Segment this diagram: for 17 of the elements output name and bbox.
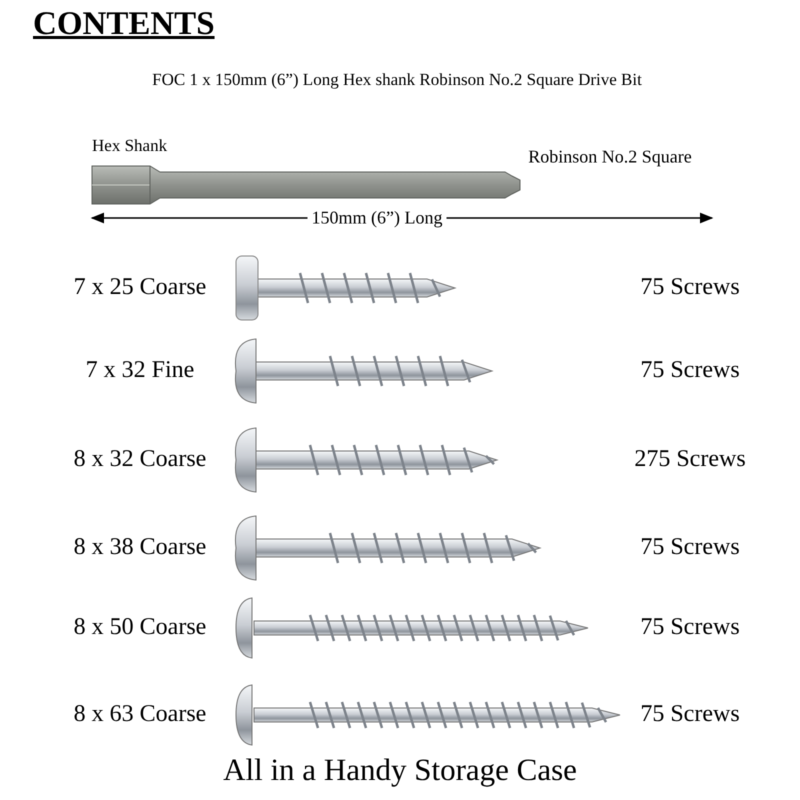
caption: All in a Handy Storage Case — [223, 752, 577, 788]
quantity-label: 75 Screws — [640, 534, 740, 562]
quantity-label: 75 Screws — [640, 614, 740, 642]
screw-size-label: 8 x 63 Coarse — [74, 701, 206, 729]
quantity-label: 75 Screws — [640, 701, 740, 729]
screw-size-label: 7 x 25 Coarse — [74, 274, 206, 302]
screw-size-label: 7 x 32 Fine — [86, 357, 194, 385]
heading: CONTENTS — [33, 6, 215, 44]
subtitle: FOC 1 x 150mm (6”) Long Hex shank Robinson No.2 Square Drive Bit — [152, 70, 642, 90]
quantity-label: 275 Screws — [634, 446, 746, 474]
screw-size-label: 8 x 32 Coarse — [74, 446, 206, 474]
part-label: Hex Shank — [92, 136, 168, 156]
part-label: Robinson No.2 Square — [528, 146, 692, 168]
screw-size-label: 8 x 38 Coarse — [74, 534, 206, 562]
quantity-label: 75 Screws — [640, 357, 740, 385]
screw-size-label: 8 x 50 Coarse — [74, 614, 206, 642]
quantity-label: 75 Screws — [640, 274, 740, 302]
